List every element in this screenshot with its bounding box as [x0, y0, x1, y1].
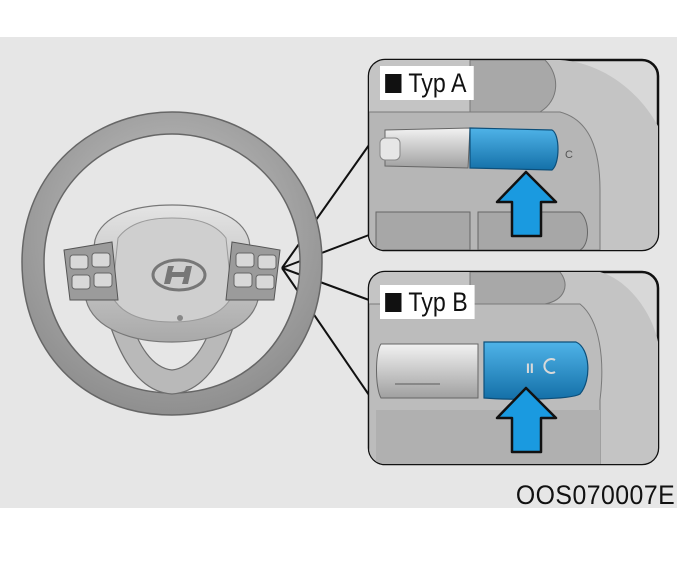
- type-a-label: Typ A: [380, 66, 474, 100]
- steering-wheel: [21, 111, 323, 416]
- svg-text:C: C: [565, 149, 573, 161]
- type-b-label-text: Typ B: [408, 287, 468, 317]
- callout-lines: [281, 144, 370, 396]
- arrow-up-icon: [495, 386, 558, 454]
- type-a-label-text: Typ A: [408, 68, 467, 98]
- figure-code: OOS070007E: [515, 480, 675, 510]
- detail-panel-type-b: II: [367, 270, 660, 466]
- square-bullet-icon: [385, 292, 402, 312]
- detail-panel-type-a: C: [367, 58, 660, 252]
- type-b-label: Typ B: [380, 285, 475, 319]
- lane-assist-switch-icon: C: [469, 127, 573, 171]
- svg-text:II: II: [526, 360, 534, 376]
- arrow-up-icon: [495, 170, 558, 238]
- lane-assist-switch-icon: II: [483, 341, 589, 400]
- hyundai-logo-icon: [151, 258, 207, 292]
- square-bullet-icon: [385, 73, 402, 93]
